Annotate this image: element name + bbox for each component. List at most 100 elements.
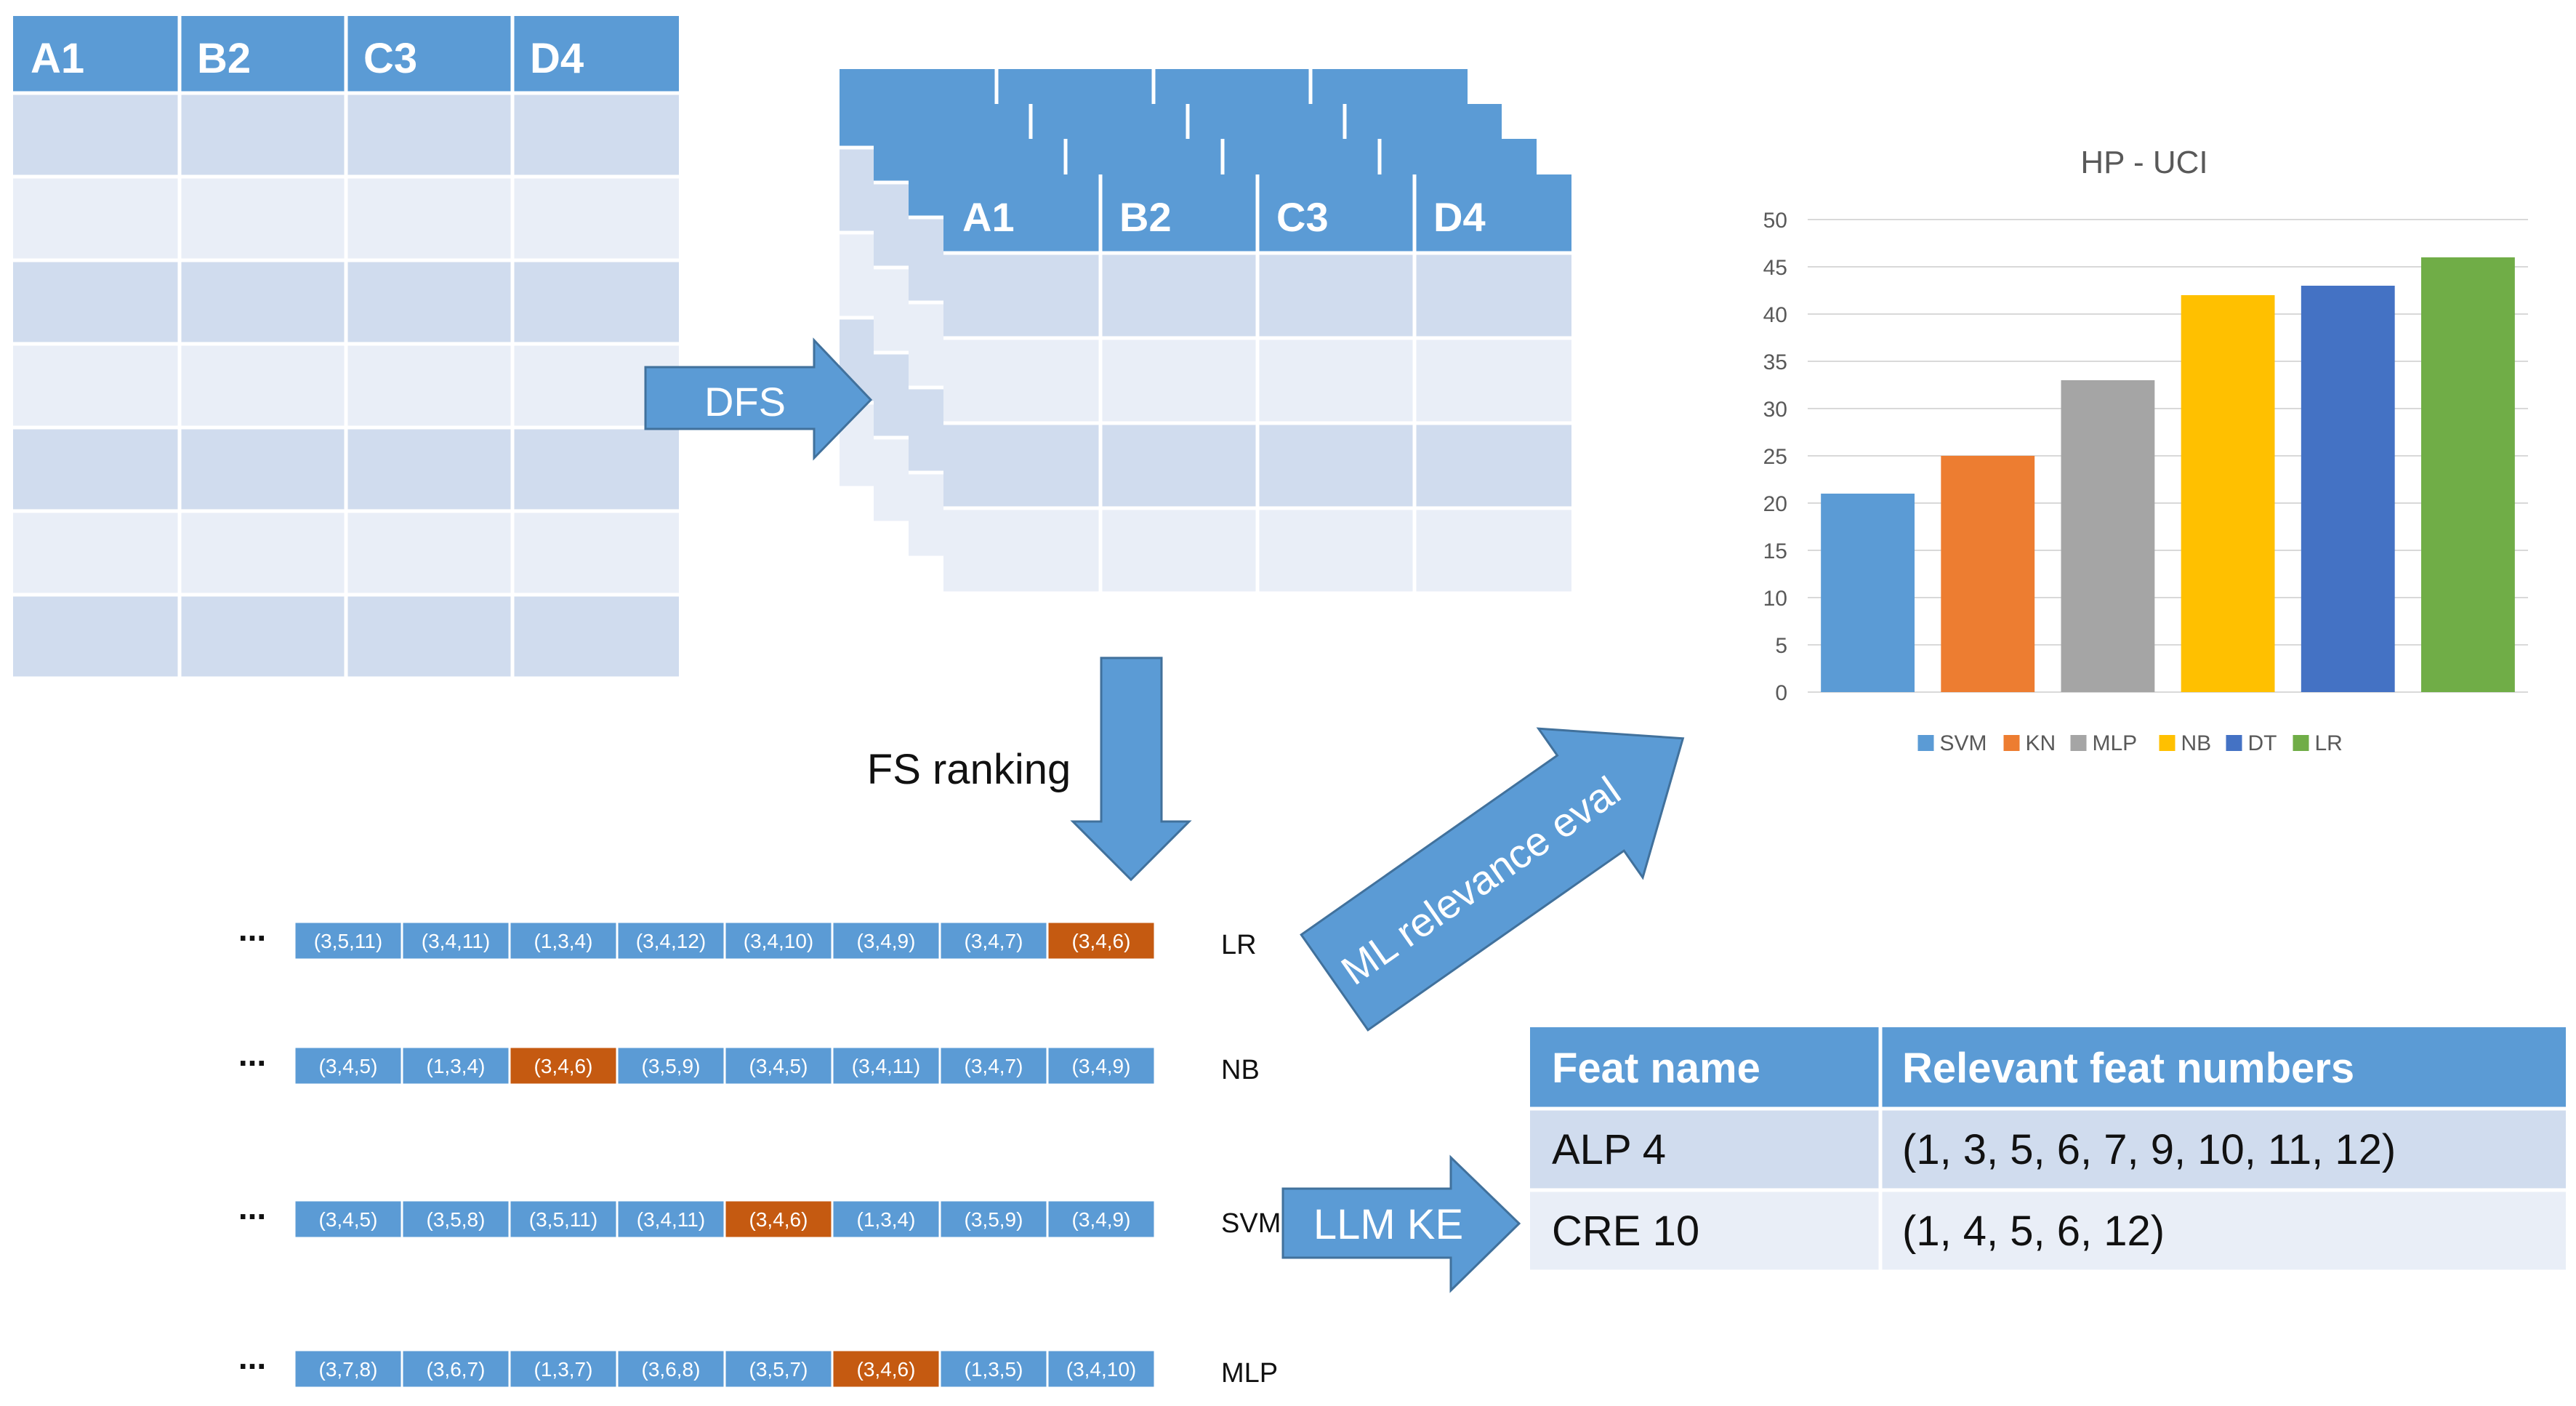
ranking-cell <box>938 1349 1049 1389</box>
ranking-cell-label: (3,5,9) <box>965 1208 1023 1231</box>
ranking-cell-label: (3,4,12) <box>636 930 707 952</box>
ranking-cell-label: (3,5,8) <box>427 1208 486 1231</box>
ranking-cell-label: (3,5,11) <box>314 930 382 952</box>
stack-table-header-cell: D4 <box>1433 194 1486 240</box>
chart-title: HP - UCI <box>2080 145 2207 180</box>
ranking-cell-label: (3,4,10) <box>1066 1358 1137 1381</box>
feature-numbers-cell: (1, 3, 5, 6, 7, 9, 10, 11, 12) <box>1902 1126 2396 1173</box>
ranking-model-label: NB <box>1221 1055 1260 1085</box>
legend-label: KN <box>2026 731 2056 755</box>
legend-swatch <box>2226 735 2242 751</box>
chart-y-tick: 20 <box>1763 492 1787 516</box>
ranking-cell-label: (3,4,5) <box>319 1208 378 1231</box>
legend-label: LR <box>2315 731 2343 755</box>
legend-swatch <box>2070 735 2087 751</box>
ranking-cell <box>831 920 941 961</box>
llm-ke-arrow: LLM KE <box>1281 1154 1521 1293</box>
ranking-cell <box>293 1045 403 1086</box>
ranking-ellipsis: ... <box>238 910 266 948</box>
fs-ranking-arrow <box>1070 656 1192 882</box>
ranking-ellipsis: ... <box>238 1189 266 1226</box>
ranking-cell <box>293 1349 403 1389</box>
feature-table-header <box>1530 1027 2566 1109</box>
ranking-cell-label: (3,4,5) <box>319 1055 378 1077</box>
ranking-cell-label: (3,6,8) <box>642 1358 701 1381</box>
ranking-cell <box>831 1199 941 1240</box>
ranking-row-lr: ...(3,5,11)(3,4,11)(1,3,4)(3,4,12)(3,4,1… <box>238 910 1257 961</box>
legend-swatch <box>2003 735 2020 751</box>
ranking-cell <box>831 1045 941 1086</box>
chart-y-tick: 10 <box>1763 587 1787 611</box>
chart-y-tick: 35 <box>1763 350 1787 374</box>
ranking-cell-label: (3,4,9) <box>857 930 916 952</box>
stack-table-header-cell: A1 <box>962 194 1015 240</box>
ranking-cell-highlight <box>1046 920 1156 961</box>
ranking-row-mlp: ...(3,7,8)(3,6,7)(1,3,7)(3,6,8)(3,5,7)(3… <box>238 1338 1278 1389</box>
feature-table-row <box>1530 1190 2566 1272</box>
ranking-cell-label: (3,4,6) <box>857 1358 916 1381</box>
bar-kn <box>1941 456 2035 692</box>
ranking-cell-label: (3,4,5) <box>749 1055 808 1077</box>
ranking-cell <box>723 1045 834 1086</box>
ranking-cell <box>616 1349 726 1389</box>
legend-swatch <box>2159 735 2175 751</box>
ranking-cell-label: (3,7,8) <box>319 1358 378 1381</box>
ranking-cell <box>508 1199 619 1240</box>
chart-y-tick: 5 <box>1775 634 1787 658</box>
ranking-ellipsis: ... <box>238 1035 266 1073</box>
legend-swatch <box>1917 735 1934 751</box>
ranking-cell <box>1046 1045 1156 1086</box>
ranking-cell-label: (3,5,11) <box>529 1208 597 1231</box>
ranking-cell-label: (3,6,7) <box>427 1358 486 1381</box>
feature-table-row <box>1530 1109 2566 1190</box>
bar-mlp <box>2061 380 2155 692</box>
chart-y-tick: 0 <box>1775 681 1787 705</box>
source-table-header-cell: D4 <box>530 35 584 82</box>
ranking-cell <box>616 1045 726 1086</box>
ranking-cell <box>401 1349 511 1389</box>
ranking-cell-label: (1,3,4) <box>534 930 593 952</box>
legend-label: DT <box>2248 731 2277 755</box>
source-table-header-cell: B2 <box>197 35 251 82</box>
ranking-cell-label: (3,4,11) <box>637 1208 705 1231</box>
ranking-cell-highlight <box>831 1349 941 1389</box>
ranking-cell-label: (3,4,6) <box>534 1055 593 1077</box>
ranking-cell-label: (3,5,9) <box>642 1055 701 1077</box>
ranking-row-nb: ... (3,4,5) (1,3,4) (3,4,6) (3,5,9) (3,4,5) (3… <box>238 1035 1260 1086</box>
ranking-cell <box>401 1199 511 1240</box>
dfs-arrow-label: DFS <box>704 379 786 425</box>
ranking-cell <box>293 920 403 961</box>
ranking-model-label: SVM <box>1221 1208 1281 1239</box>
ranking-cell-label: (3,4,11) <box>852 1055 920 1077</box>
ranking-model-label: MLP <box>1221 1358 1278 1389</box>
bar-lr <box>2421 257 2515 692</box>
ranking-cell <box>938 1045 1049 1086</box>
ranking-cell-label: (3,4,9) <box>1072 1208 1131 1231</box>
ranking-cell <box>1046 1349 1156 1389</box>
ranking-cell-highlight <box>723 1199 834 1240</box>
ranking-cell <box>1046 1199 1156 1240</box>
ranking-row-svm: ...(3,4,5)(3,5,8)(3,5,11)(3,4,11)(3,4,6)… <box>238 1189 1281 1240</box>
ml-relevance-arrow: ML relevance eval <box>1300 727 1685 1032</box>
legend-swatch <box>2293 735 2309 751</box>
chart-y-tick: 25 <box>1763 445 1787 469</box>
ranking-cell-label: (1,3,4) <box>427 1055 486 1077</box>
ranking-cell-label: (3,4,11) <box>422 930 490 952</box>
ranking-cell <box>723 1349 834 1389</box>
source-table-header-cell: A1 <box>31 35 84 82</box>
chart-y-tick: 40 <box>1763 303 1787 327</box>
ranking-cell <box>401 1045 511 1086</box>
legend-label: SVM <box>1940 731 1987 755</box>
feature-table-header-cell: Feat name <box>1552 1045 1760 1092</box>
chart-y-tick: 50 <box>1763 209 1787 233</box>
dfs-arrow: DFS <box>644 337 873 461</box>
chart-y-tick: 45 <box>1763 256 1787 280</box>
stack-table-header-cell: C3 <box>1276 194 1329 240</box>
fs-ranking-label: FS ranking <box>867 746 1071 793</box>
ranking-model-label: LR <box>1221 930 1257 960</box>
bar-nb <box>2181 295 2275 692</box>
